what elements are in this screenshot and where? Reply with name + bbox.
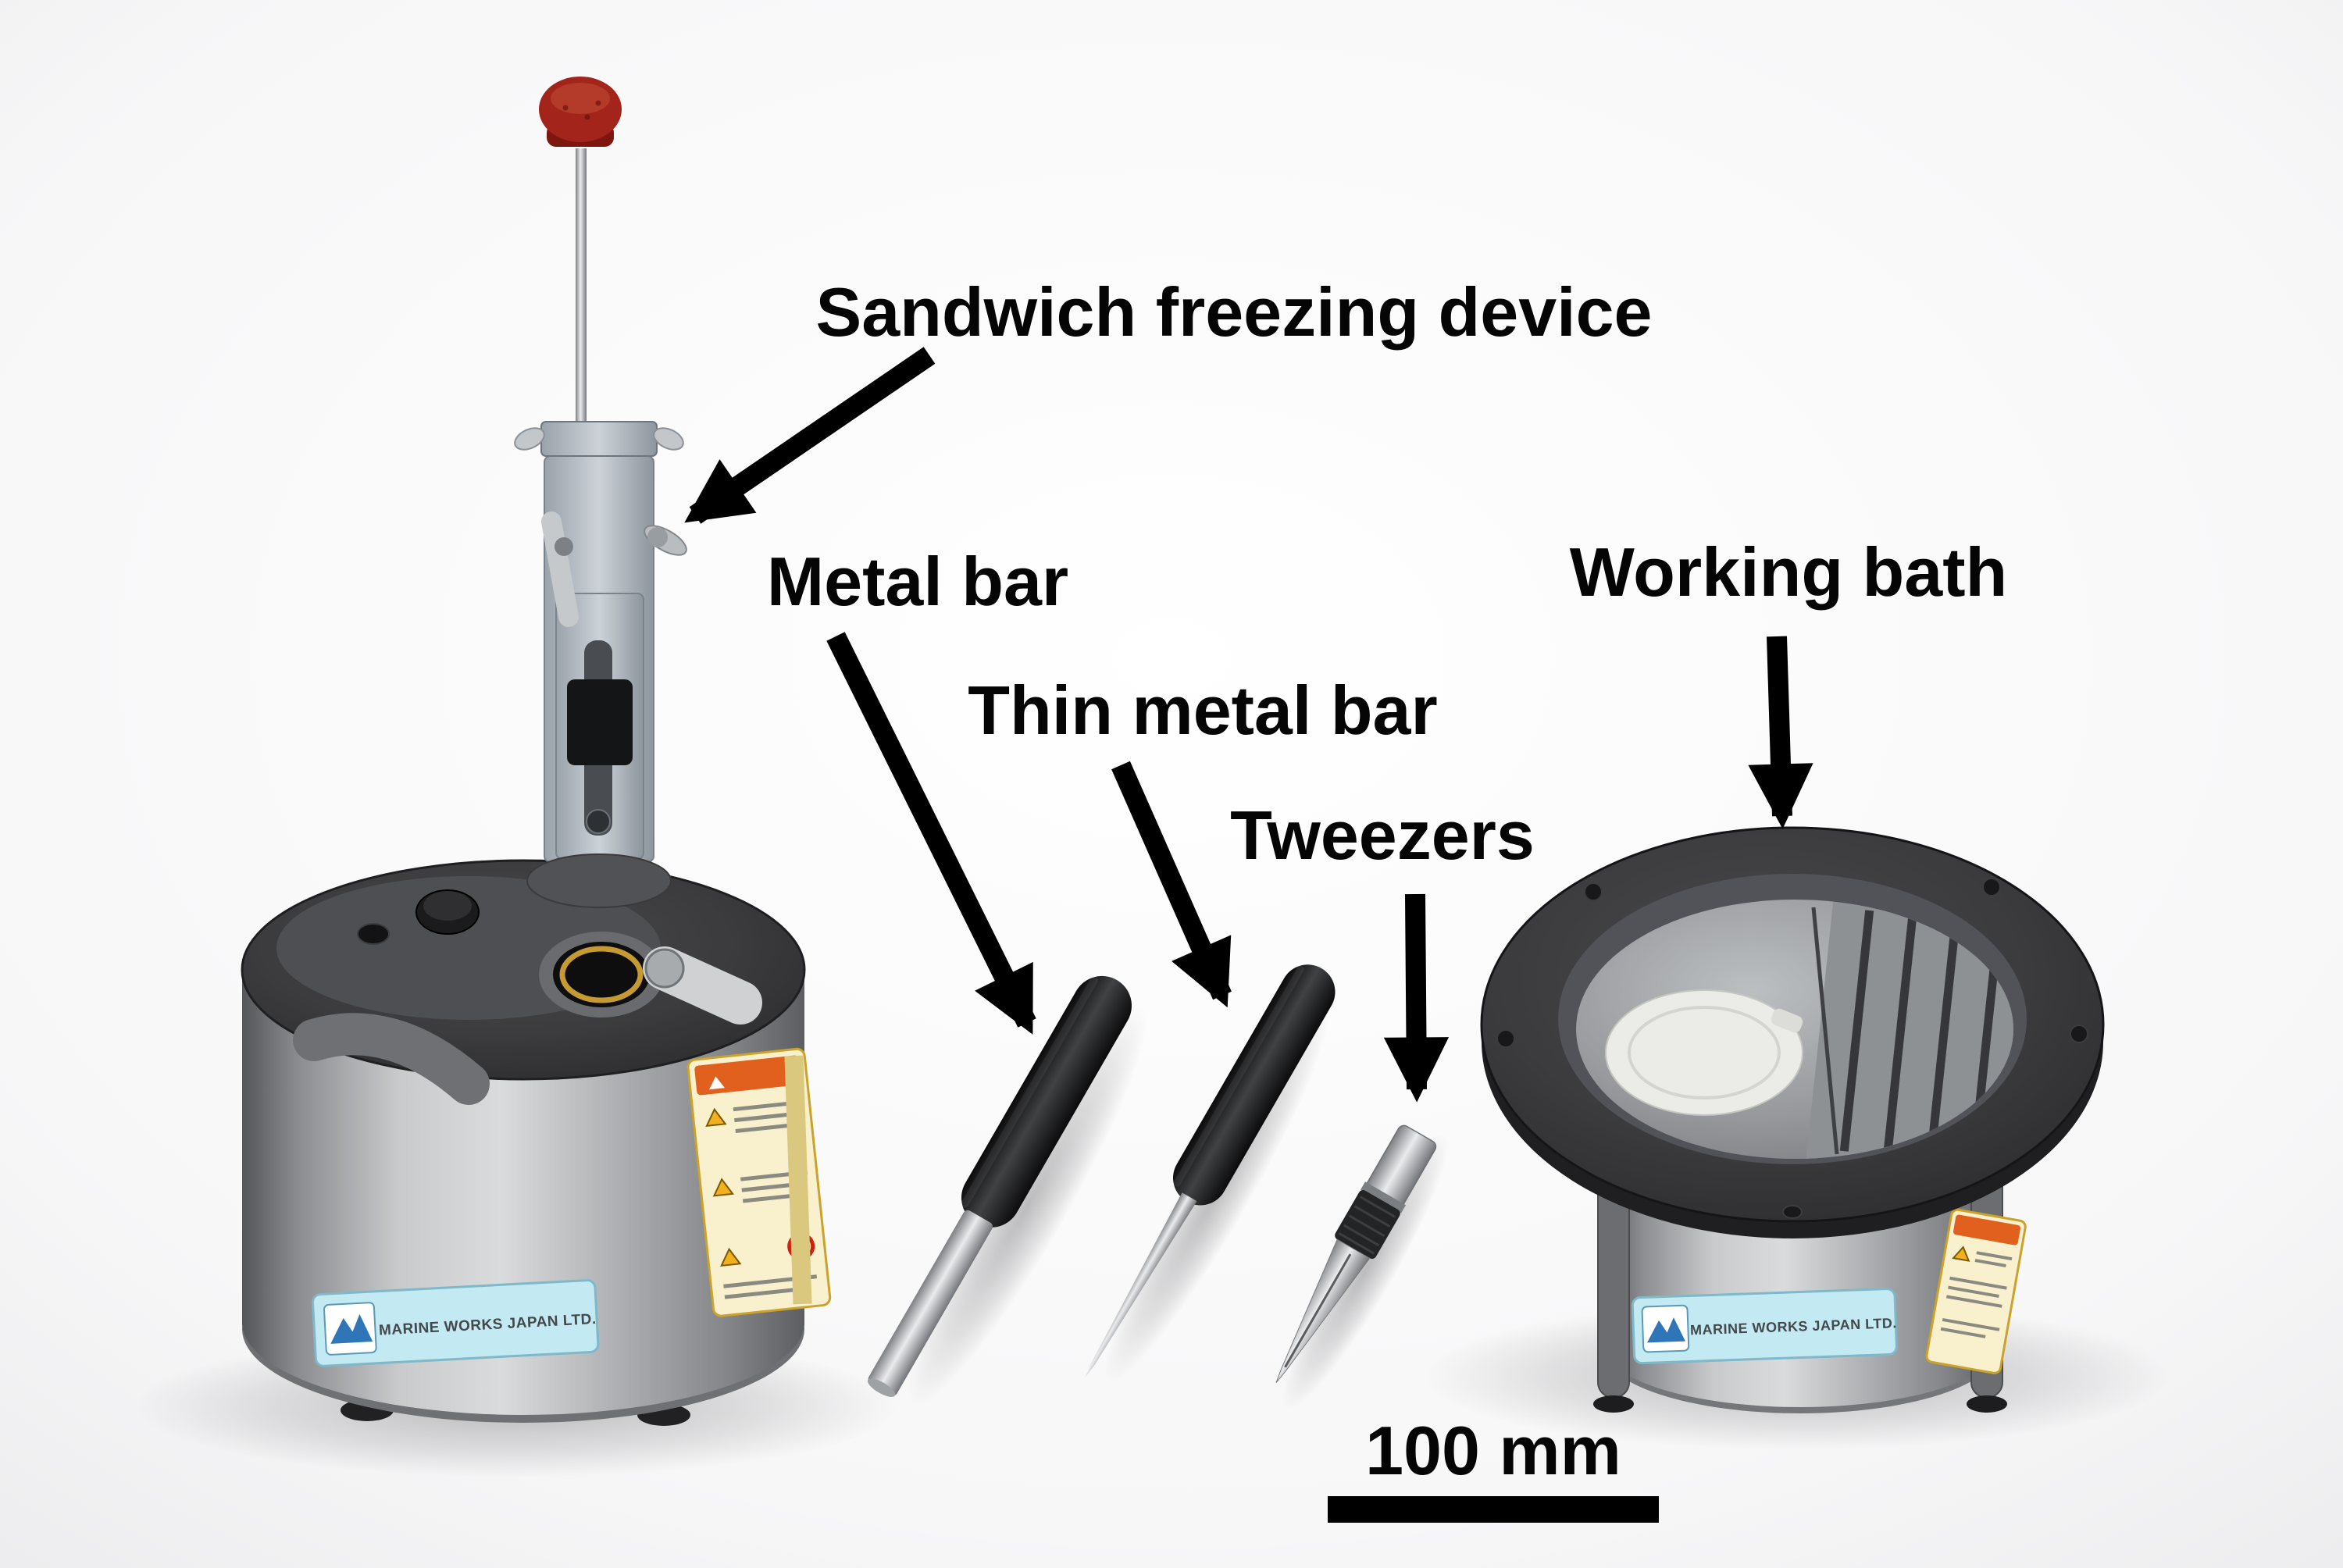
top-block [540, 421, 658, 457]
mountain-logo-icon [1647, 1317, 1685, 1343]
tweezers [1275, 1124, 1437, 1384]
cam-lever-pivot [644, 948, 685, 989]
divider-edge [1811, 907, 1839, 1155]
brand-label-bg [312, 1279, 600, 1367]
thin-metal-bar-handle [1173, 964, 1336, 1206]
knob-highlight [551, 83, 610, 114]
label-working-bath: Working bath [1570, 533, 2008, 611]
warning-label-header [1952, 1214, 2020, 1245]
knob-texture [584, 114, 590, 120]
knob-texture [595, 100, 601, 106]
warning-label-right [1925, 1208, 2027, 1374]
plunger-rod [576, 148, 587, 461]
sample-opening [553, 942, 650, 1007]
tweezers-grip-knurl [1338, 1196, 1396, 1255]
warning-label-wrap [784, 1055, 812, 1305]
shadow-metal-bar [907, 1006, 1147, 1407]
lever-arm [541, 511, 579, 627]
clamp-mechanism [514, 148, 687, 908]
tools [867, 964, 1437, 1397]
sandwich-freezing-device: MARINE WORKS JAPAN LTD. [241, 77, 832, 1426]
annotation-arrows [684, 347, 1813, 1103]
brand-label-bg [1631, 1288, 1898, 1365]
brass-ring [559, 946, 644, 1003]
warning-label-text-rows [1940, 1251, 2013, 1338]
wing-nut-right [653, 427, 684, 451]
arrow-sandwich-device [684, 347, 936, 524]
scale-bar-label: 100 mm [1365, 1412, 1621, 1489]
plunger-knob [539, 77, 622, 147]
scale-bar-group: 100 mm [1328, 1412, 1659, 1523]
flange-screws [1496, 878, 2088, 1219]
sample-lid-tab [1771, 1008, 1803, 1033]
bracket-hole [586, 809, 611, 834]
metal-bar-tip [867, 1378, 896, 1397]
metal-bar-handle-sheen [961, 976, 1098, 1208]
warning-triangle-icon [705, 1107, 727, 1128]
brand-label-right: MARINE WORKS JAPAN LTD. [1631, 1288, 1898, 1365]
arrow-metal-bar [826, 632, 1036, 1035]
thin-metal-bar [1085, 964, 1336, 1378]
thin-metal-bar-handle-sheen [1173, 965, 1304, 1187]
label-sandwich-device: Sandwich freezing device [816, 273, 1653, 351]
tweezers-prongs [1275, 1238, 1371, 1384]
metal-bar [867, 975, 1132, 1397]
brand-logo-box [1641, 1304, 1690, 1353]
label-metal-bar: Metal bar [767, 543, 1068, 620]
working-bath: MARINE WORKS JAPAN LTD. [1480, 826, 2105, 1413]
scale-bar [1328, 1496, 1659, 1523]
knob-texture [562, 105, 569, 111]
thin-metal-bar-shaft [1085, 1192, 1197, 1378]
arrow-tweezers [1383, 893, 1450, 1103]
arrow-thin-metal-bar [1111, 761, 1232, 1008]
arrow-working-bath [1748, 636, 1813, 829]
metal-bar-shaft [868, 1210, 993, 1396]
wing-screw-hub [647, 527, 668, 547]
label-tweezers: Tweezers [1230, 796, 1535, 874]
sample-lid [1605, 989, 1803, 1116]
label-thin-metal-bar: Thin metal bar [968, 672, 1437, 749]
lever-pivot [555, 537, 573, 556]
black-cap-top [423, 891, 472, 921]
wing-nut-left [514, 427, 545, 451]
mountain-logo-icon [330, 1313, 373, 1344]
front-handle [293, 1013, 490, 1105]
warning-triangle-icon [712, 1178, 735, 1197]
bath-foot [1967, 1395, 2007, 1413]
tweezers-split-line [1284, 1253, 1352, 1368]
base-collar [526, 853, 672, 908]
warning-triangle-icon [720, 1247, 742, 1267]
shadow-tweezers [1281, 1131, 1450, 1411]
tweezers-step [1361, 1181, 1406, 1213]
vent-hole [357, 923, 390, 945]
slider-grip [567, 679, 633, 765]
warning-triangle-icon [709, 1076, 725, 1090]
metal-bar-handle [961, 975, 1132, 1228]
sample-lid-ring [1628, 1006, 1781, 1099]
brand-label-left: MARINE WORKS JAPAN LTD. [312, 1279, 600, 1367]
bath-foot [1593, 1395, 1634, 1413]
warning-triangle-icon [1952, 1245, 1970, 1262]
